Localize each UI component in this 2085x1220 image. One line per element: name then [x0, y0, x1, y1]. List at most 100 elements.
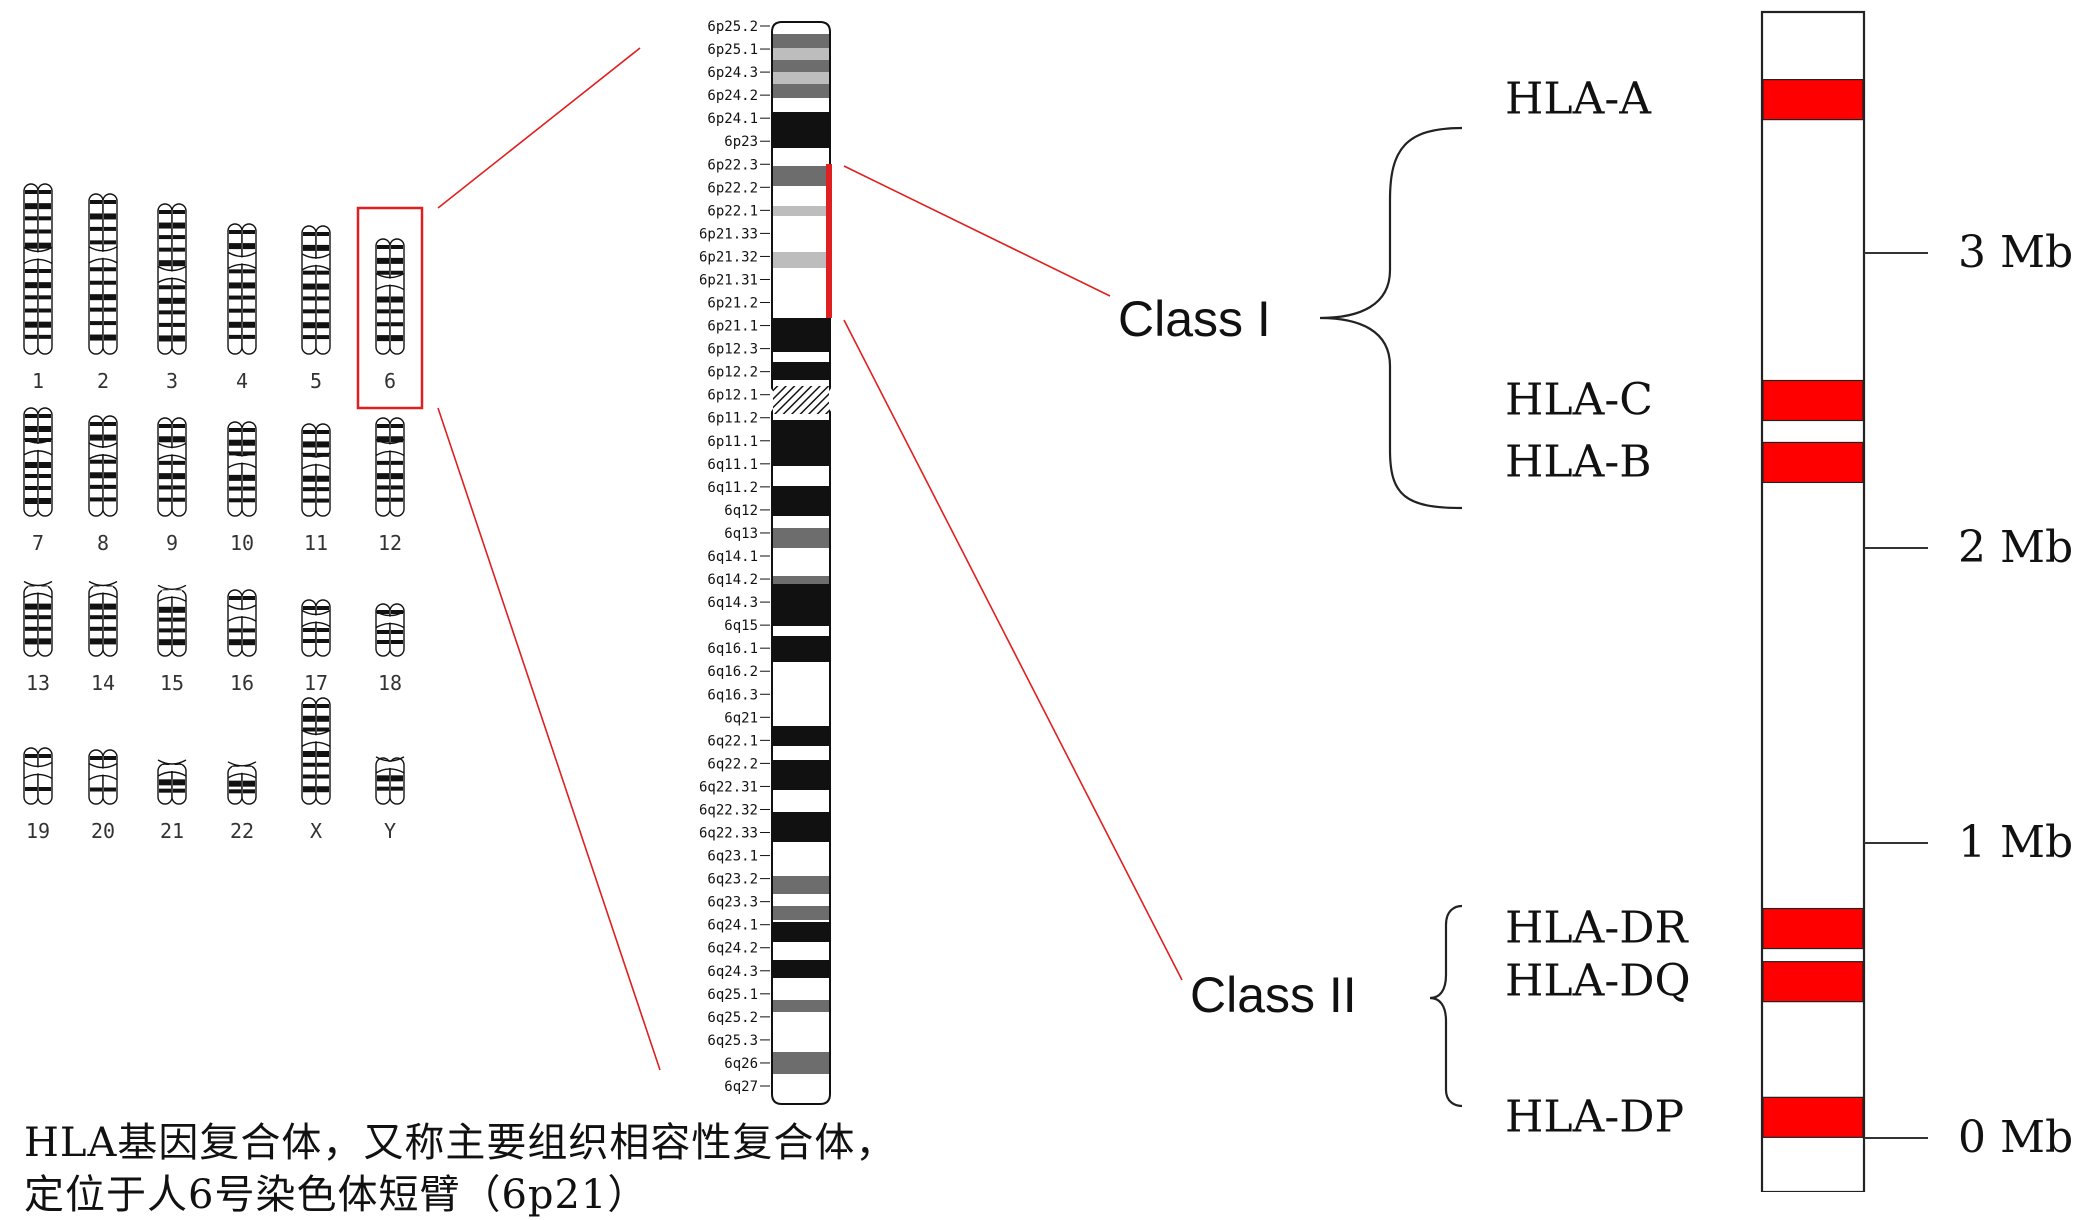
band-label: 6q13 — [724, 526, 758, 542]
chromosome6-band — [773, 84, 829, 98]
gene-block — [1762, 1096, 1864, 1138]
band-label: 6p12.1 — [707, 388, 758, 404]
chromosome6-band — [773, 922, 829, 942]
region-6p21-marker — [826, 164, 832, 318]
mhc-region-bar — [1760, 10, 1866, 1192]
chromosome6-band — [773, 486, 829, 516]
band-label: 6q22.33 — [699, 826, 758, 842]
chromosome6-band — [773, 636, 829, 662]
karyotype-chromosome — [23, 407, 53, 517]
karyotype-chromosome — [88, 193, 118, 355]
karyotype-chromosome-label: 14 — [91, 671, 115, 695]
band-label: 6q27 — [724, 1079, 758, 1095]
band-label: 6q23.2 — [707, 872, 758, 888]
karyotype-chromosome-label: 19 — [26, 819, 50, 843]
class1-label: Class I — [1118, 291, 1271, 347]
karyotype-chromosome — [227, 589, 257, 657]
karyotype-chromosome — [157, 584, 187, 657]
chromosome6-band — [773, 166, 829, 186]
scale-label: 2 Mb — [1958, 522, 2073, 573]
karyotype-chromosome-label: 11 — [304, 531, 328, 555]
gene-label: HLA-C — [1505, 375, 1653, 426]
karyotype-chromosome-label: 22 — [230, 819, 254, 843]
karyotype-chromosome — [157, 417, 187, 517]
karyotype-chromosome-label: 20 — [91, 819, 115, 843]
band-label: 6p12.3 — [707, 342, 758, 358]
karyotype-chromosome — [227, 223, 257, 355]
mb-scale: 4 Mb3 Mb2 Mb1 Mb0 Mb — [1864, 227, 2073, 1163]
band-label: 6q12 — [724, 503, 758, 519]
chromosome6-band — [773, 252, 829, 268]
karyotype-chromosome-label: 17 — [304, 671, 328, 695]
band-label: 6q14.3 — [707, 595, 758, 611]
gene-label: HLA-DR — [1505, 903, 1690, 954]
gene-label: HLA-B — [1505, 436, 1652, 487]
band-label: 6p11.2 — [707, 411, 758, 427]
band-label: 6p24.1 — [707, 111, 758, 127]
chromosome6-band — [773, 112, 829, 148]
chromosome6-band — [773, 1000, 829, 1012]
karyotype-chromosome — [375, 238, 405, 355]
karyotype-chromosome-label: 3 — [166, 369, 178, 393]
chromosome6-band — [773, 812, 829, 842]
gene-label: HLA-DP — [1505, 1091, 1684, 1142]
chromosome6-ideogram: 6p25.26p25.16p24.36p24.26p24.16p236p22.3… — [699, 19, 831, 1105]
region-line-bottom — [843, 319, 1183, 981]
band-label: 6q24.3 — [707, 964, 758, 980]
karyotype-chromosome — [227, 761, 257, 805]
caption-line-2: 定位于人6号染色体短臂（6p21） — [24, 1172, 649, 1218]
region-line-top — [843, 165, 1111, 297]
band-label: 6p22.2 — [707, 180, 758, 196]
karyotype-chromosome-label: 5 — [310, 369, 322, 393]
karyotype-chromosome-label: 9 — [166, 531, 178, 555]
band-label: 6q16.2 — [707, 664, 758, 680]
karyotype-chromosome — [157, 759, 187, 805]
band-label: 6q24.1 — [707, 918, 758, 934]
karyotype-chromosome-label: Y — [384, 819, 396, 843]
chromosome6-band — [773, 876, 829, 894]
band-label: 6q26 — [724, 1056, 758, 1072]
karyotype-chromosome-label: 1 — [32, 369, 44, 393]
gene-block — [1762, 441, 1864, 484]
band-label: 6q11.1 — [707, 457, 758, 473]
gene-label: HLA-A — [1505, 74, 1652, 125]
band-label: 6p11.1 — [707, 434, 758, 450]
band-label: 6p21.1 — [707, 319, 758, 335]
karyotype-chromosome-label: 16 — [230, 671, 254, 695]
band-label: 6p22.3 — [707, 157, 758, 173]
band-label: 6q14.1 — [707, 549, 758, 565]
karyotype-chromosome-label: 10 — [230, 531, 254, 555]
chromosome6-band — [773, 960, 829, 978]
gene-blocks — [1762, 78, 1864, 1138]
band-label: 6p21.33 — [699, 226, 758, 242]
class2-label: Class II — [1190, 967, 1357, 1023]
caption-line-1: HLA基因复合体，又称主要组织相容性复合体， — [24, 1120, 897, 1166]
karyotype-chromosome — [23, 183, 53, 355]
band-label: 6q14.2 — [707, 572, 758, 588]
chromosome6-band — [773, 72, 829, 84]
chromosome6-band — [773, 420, 829, 466]
gene-block — [1762, 78, 1864, 121]
karyotype-chromosome-label: 4 — [236, 369, 248, 393]
chromosome6-band — [773, 584, 829, 626]
karyotype-chromosome-label: 18 — [378, 671, 402, 695]
band-label: 6q16.3 — [707, 687, 758, 703]
karyotype-chromosome — [23, 747, 53, 805]
band-label: 6p24.3 — [707, 65, 758, 81]
band-label: 6p21.31 — [699, 272, 758, 288]
band-label: 6p21.32 — [699, 249, 758, 265]
scale-label: 0 Mb — [1958, 1112, 2073, 1163]
karyotype-chromosome-label: 7 — [32, 531, 44, 555]
band-label: 6q25.1 — [707, 987, 758, 1003]
chromosome6-band — [773, 362, 829, 380]
band-label: 6q23.1 — [707, 849, 758, 865]
chromosome6-band — [773, 318, 829, 352]
chromosome6-band — [773, 906, 829, 920]
band-label: 6q24.2 — [707, 941, 758, 957]
scale-label: 1 Mb — [1958, 817, 2073, 868]
karyotype-chromosome — [301, 423, 331, 517]
band-label: 6p23 — [724, 134, 758, 150]
zoom-line-bottom — [437, 407, 661, 1071]
